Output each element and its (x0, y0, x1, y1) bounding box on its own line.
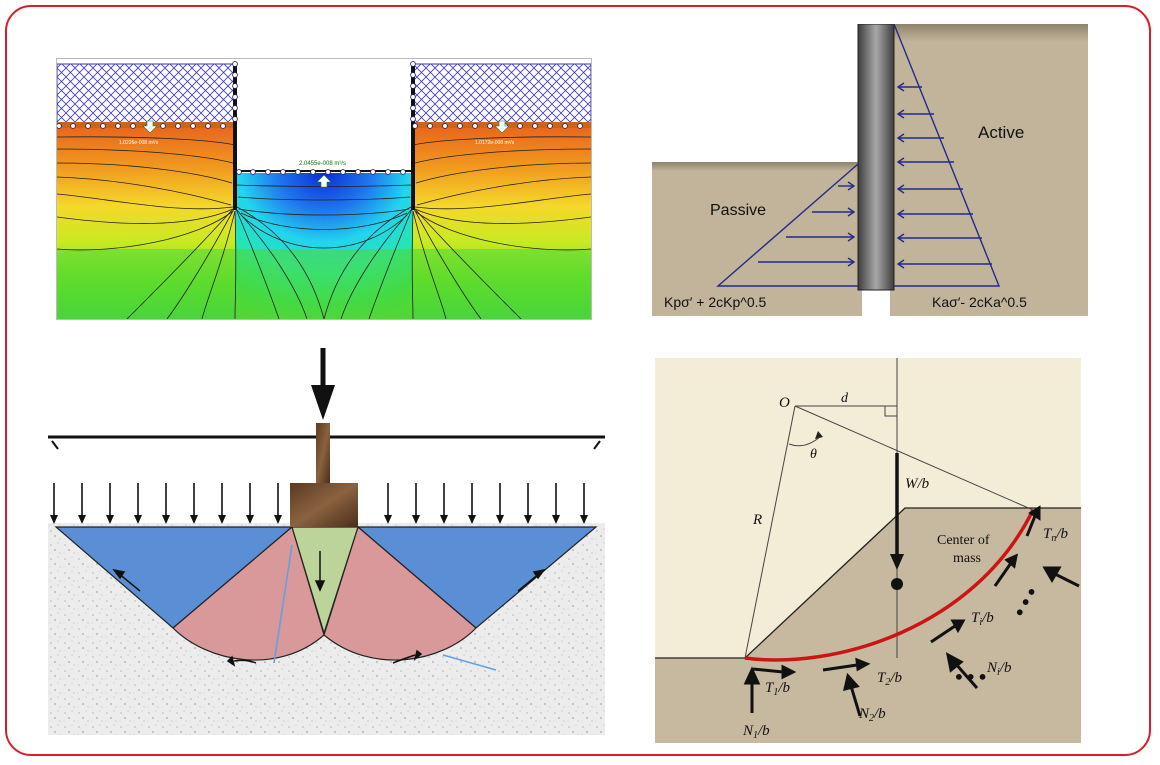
flux-arrow-center (316, 174, 332, 188)
fill-block-right (412, 63, 591, 127)
label-center-of-mass-line1: Center of (937, 533, 990, 548)
flux-label-right: 1.0172e-008 m³/s (475, 140, 515, 146)
label-n1: N1/b (742, 723, 770, 741)
slip-surface (744, 509, 1035, 662)
label-o: O (779, 395, 790, 411)
column (316, 423, 330, 483)
label-t2: T2/b (877, 670, 903, 688)
radial-shear-zone-left (172, 525, 325, 661)
fill-block-left (57, 63, 236, 127)
surcharge-arrows (53, 483, 585, 520)
flow-lines (126, 206, 522, 319)
active-pressure-diagram (893, 24, 1001, 287)
label-theta: θ (810, 447, 817, 462)
label-center-of-mass-line2: mass (953, 551, 981, 566)
flux-arrow-right (494, 120, 510, 134)
label-t1: T1/b (765, 680, 791, 698)
equipotential-lines (57, 136, 591, 251)
earth-pressure-panel: Active Passive Kpσ′ + 2cKp^0.5 Kaσ′- 2cK… (652, 24, 1088, 316)
flux-label-left: 1.0226e-008 m³/s (119, 140, 159, 146)
passive-pressure-diagram (716, 163, 859, 287)
slope-stability-panel: ••• ••• O d θ R W/b Center of mass Tn/b … (655, 358, 1081, 743)
retaining-wall (857, 24, 895, 291)
center-of-mass-point (891, 578, 903, 590)
label-r: R (752, 512, 762, 528)
seepage-flow-net: 1.0226e-008 m³/s 1.0172e-008 m³/s 2.0455… (57, 59, 591, 319)
svg-text:•••: ••• (953, 665, 988, 689)
passive-label: Passive (710, 202, 766, 219)
seepage-flow-net-panel: 1.0226e-008 m³/s 1.0172e-008 m³/s 2.0455… (56, 58, 592, 320)
flux-label-center: 2.0455e-008 m³/s (299, 161, 346, 167)
slide-frame (5, 5, 1151, 756)
active-formula: Kaσ′- 2cKa^0.5 (932, 294, 1027, 310)
label-ti: Ti/b (971, 610, 994, 628)
boundary-nodes (57, 61, 583, 175)
label-n2: N2/b (858, 706, 886, 724)
label-ni: Ni/b (986, 660, 1012, 678)
label-tn: Tn/b (1043, 526, 1069, 544)
slope-stability-diagram: ••• ••• O d θ R W/b Center of mass Tn/b … (655, 358, 1081, 743)
bearing-capacity-panel (48, 345, 605, 735)
flux-arrow-left (142, 120, 158, 134)
radial-shear-zone-right (323, 525, 477, 661)
passive-soil (652, 162, 862, 316)
label-d: d (841, 391, 849, 406)
earth-pressure-diagram: Active Passive Kpσ′ + 2cKp^0.5 Kaσ′- 2cK… (652, 24, 1088, 316)
footing (290, 483, 358, 527)
label-weight: W/b (905, 476, 930, 492)
passive-formula: Kpσ′ + 2cKp^0.5 (664, 294, 767, 310)
active-soil (890, 24, 1088, 316)
bearing-failure-diagram (48, 345, 605, 735)
active-label: Active (978, 123, 1024, 142)
